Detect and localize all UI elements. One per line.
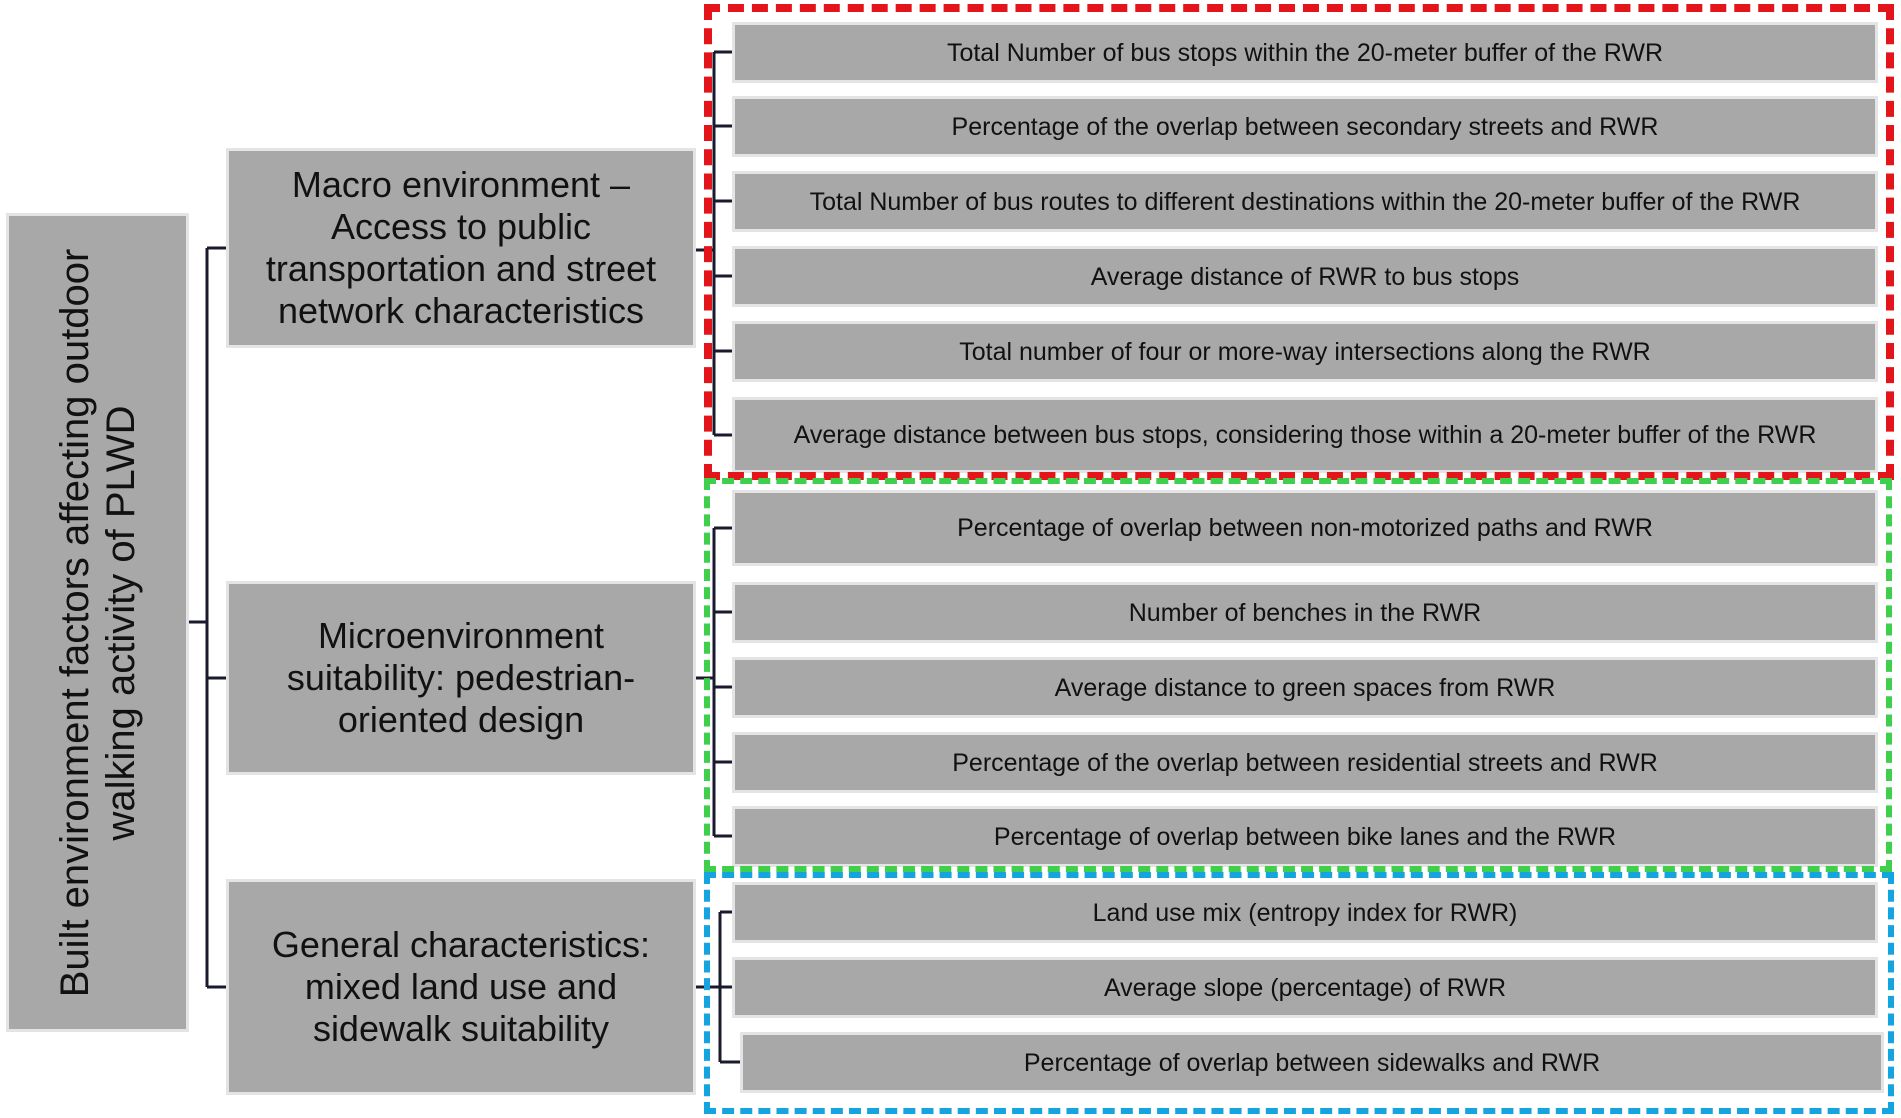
factor-node: Total Number of bus routes to different … xyxy=(732,171,1878,232)
factor-label: Number of benches in the RWR xyxy=(1128,598,1482,627)
factor-label: Total Number of bus routes to different … xyxy=(809,187,1801,216)
factor-label: Average distance of RWR to bus stops xyxy=(1090,262,1520,291)
factor-node: Percentage of overlap between non-motori… xyxy=(732,490,1878,566)
root-node: Built environment factors affecting outd… xyxy=(6,213,189,1032)
factor-node: Percentage of the overlap between second… xyxy=(732,96,1878,157)
factor-label: Percentage of overlap between bike lanes… xyxy=(993,822,1617,851)
category-general-characteristics: General characteristics: mixed land use … xyxy=(226,879,696,1095)
factor-label: Land use mix (entropy index for RWR) xyxy=(1092,898,1518,927)
root-label: Built environment factors affecting outd… xyxy=(52,248,143,997)
factor-label: Percentage of overlap between sidewalks … xyxy=(1023,1048,1601,1077)
factor-node: Average slope (percentage) of RWR xyxy=(732,957,1878,1018)
category-microenvironment: Microenvironment suitability: pedestrian… xyxy=(226,581,696,775)
factor-node: Percentage of the overlap between reside… xyxy=(732,732,1878,793)
factor-node: Total number of four or more-way interse… xyxy=(732,321,1878,382)
category-label: Macro environment – Access to public tra… xyxy=(265,164,657,331)
factor-node: Average distance to green spaces from RW… xyxy=(732,657,1878,718)
factor-node: Average distance between bus stops, cons… xyxy=(732,397,1878,473)
factor-label: Average distance to green spaces from RW… xyxy=(1054,673,1556,702)
factor-node: Total Number of bus stops within the 20-… xyxy=(732,22,1878,83)
factor-label: Total Number of bus stops within the 20-… xyxy=(946,38,1664,67)
factor-label: Percentage of the overlap between reside… xyxy=(952,748,1658,777)
factor-node: Percentage of overlap between sidewalks … xyxy=(740,1032,1884,1093)
factor-label: Percentage of overlap between non-motori… xyxy=(957,514,1653,542)
factor-label: Percentage of the overlap between second… xyxy=(951,112,1659,141)
factor-label: Average slope (percentage) of RWR xyxy=(1103,973,1507,1002)
factor-label: Total number of four or more-way interse… xyxy=(959,337,1651,366)
category-label: Microenvironment suitability: pedestrian… xyxy=(286,615,636,740)
factor-node: Land use mix (entropy index for RWR) xyxy=(732,882,1878,943)
factor-node: Percentage of overlap between bike lanes… xyxy=(732,806,1878,867)
category-macro-environment: Macro environment – Access to public tra… xyxy=(226,148,696,348)
factor-node: Average distance of RWR to bus stops xyxy=(732,246,1878,307)
category-label: General characteristics: mixed land use … xyxy=(271,924,651,1049)
factor-label: Average distance between bus stops, cons… xyxy=(793,421,1817,449)
factor-node: Number of benches in the RWR xyxy=(732,582,1878,643)
